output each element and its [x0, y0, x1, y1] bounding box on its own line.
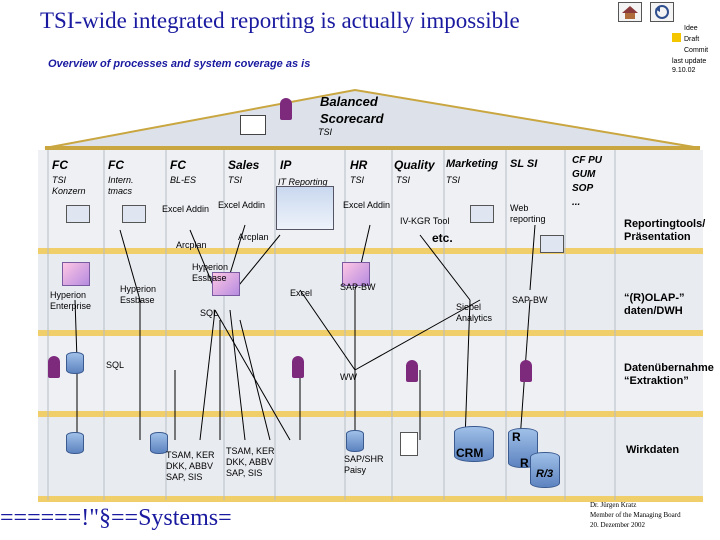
r-2: R — [520, 456, 529, 470]
report-screenshot — [276, 186, 334, 230]
col-quality-sub: TSI — [396, 175, 411, 185]
author-block: Dr. Jürgen Kratz Member of the Managing … — [590, 500, 681, 530]
layer-reporting: Reportingtools/ Präsentation — [624, 218, 706, 243]
cube-icon — [342, 262, 370, 286]
col-fc-3-head: FC — [170, 158, 186, 172]
computer-icon — [122, 205, 146, 223]
status-idee: Idee — [684, 25, 698, 32]
computer-icon — [540, 235, 564, 253]
col-hr-head: HR — [350, 158, 368, 172]
computer-icon — [470, 205, 494, 223]
cube-icon — [212, 272, 240, 296]
layer-raw: Wirkdaten — [626, 444, 680, 456]
crm-database-icon — [454, 426, 494, 462]
author-role: Member of the Managing Board — [590, 511, 681, 519]
hyperion-essbase-2: Hyperion Essbase — [192, 262, 229, 283]
hyperion-enterprise: Hyperion Enterprise — [50, 290, 92, 311]
layer-extraction: Datenübernahme “Extraktion” — [624, 362, 714, 387]
siebel-analytics: Siebel Analytics — [456, 302, 493, 323]
author-name: Dr. Jürgen Kratz — [590, 501, 637, 509]
page-subtitle: Overview of processes and system coverag… — [48, 58, 311, 70]
page-title: TSI-wide integrated reporting is actuall… — [40, 8, 520, 33]
database-icon — [150, 432, 168, 454]
ww-extraction: WW — [340, 372, 357, 382]
col-quality-head: Quality — [394, 158, 435, 172]
excel-addin-1: Excel Addin — [162, 204, 210, 214]
database-icon — [530, 452, 560, 488]
paisy: Paisy — [344, 465, 367, 475]
crm-label: CRM — [456, 446, 484, 460]
last-update-label: last update — [672, 58, 707, 65]
col-sales-head: Sales — [228, 158, 260, 172]
status-draft: Draft — [684, 36, 700, 43]
cf-line4: ... — [572, 197, 581, 208]
r3-label: R/3 — [536, 468, 554, 480]
excel-addin-3: Excel Addin — [343, 200, 391, 210]
col-fc-1-head: FC — [52, 158, 68, 172]
excel-addin-2: Excel Addin — [218, 200, 266, 210]
ivkgr-tool: IV-KGR Tool — [400, 216, 450, 226]
arcplan-2: Arcplan — [176, 240, 207, 250]
web-reporting: Web reporting — [510, 203, 546, 224]
document-icon — [400, 432, 418, 456]
status-indicator — [672, 33, 681, 42]
col-slsi-head: SL SI — [510, 158, 538, 170]
col-sales-sub: TSI — [228, 175, 243, 185]
col-ip-head: IP — [280, 158, 292, 172]
col-fc-2-sub: Intern. tmacs — [108, 175, 134, 196]
col-fc-3-sub: BL-ES — [170, 175, 197, 185]
roof-sub: TSI — [318, 127, 333, 137]
tsam-2: TSAM, KER — [226, 446, 275, 456]
status-commit: Commit — [684, 47, 709, 54]
col-fc-1-sub: TSI Konzern — [52, 175, 86, 196]
computer-icon — [66, 205, 90, 223]
person-icon — [48, 356, 60, 378]
cf-line3: SOP — [572, 183, 594, 194]
back-icon[interactable] — [650, 2, 674, 22]
sap-sis-1: SAP, SIS — [166, 472, 203, 482]
cube-icon — [62, 262, 90, 286]
etc-label: etc. — [432, 231, 453, 245]
sap-sis-2: SAP, SIS — [226, 468, 263, 478]
tsam-1: TSAM, KER — [166, 450, 215, 460]
cf-line2: GUM — [572, 169, 596, 180]
person-icon — [406, 360, 418, 382]
sql-extraction: SQL — [106, 360, 125, 370]
excel-olap: Excel — [290, 288, 313, 298]
person-icon — [292, 356, 304, 378]
home-icon[interactable] — [618, 2, 642, 22]
roof-title-line1: Balanced — [320, 94, 378, 109]
layer-olap: “(R)OLAP-” daten/DWH — [624, 292, 685, 317]
roof-title-line2: Scorecard — [320, 111, 384, 126]
sql-olap: SQL — [200, 308, 219, 318]
hyperion-essbase-1: Hyperion Essbase — [120, 284, 157, 305]
person-icon — [520, 360, 532, 382]
sap-bw-2: SAP-BW — [512, 295, 548, 305]
roof-person-icon — [280, 98, 292, 120]
r-1: R — [512, 430, 521, 444]
author-date: 20. Dezember 2002 — [590, 521, 646, 529]
sap-shr: SAP/SHR — [344, 454, 384, 464]
cf-line1: CF PU — [572, 155, 602, 166]
col-marketing-sub: TSI — [446, 175, 461, 185]
database-icon — [346, 430, 364, 452]
col-fc-2-head: FC — [108, 158, 124, 172]
database-icon — [66, 352, 84, 374]
dkk-1: DKK, ABBV — [166, 461, 214, 471]
last-update-date: 9.10.02 — [672, 67, 696, 74]
col-hr-sub: TSI — [350, 175, 365, 185]
col-marketing-head: Marketing — [446, 158, 498, 170]
foundation-label: ======!"§==Systems= — [0, 505, 232, 531]
dkk-2: DKK, ABBV — [226, 457, 274, 467]
arcplan-1: Arcplan — [238, 232, 269, 242]
database-icon — [66, 432, 84, 454]
sap-bw-1: SAP-BW — [340, 282, 376, 292]
col-ip-sub: IT Reporting — [278, 177, 328, 187]
roof-document-icon — [240, 115, 266, 135]
